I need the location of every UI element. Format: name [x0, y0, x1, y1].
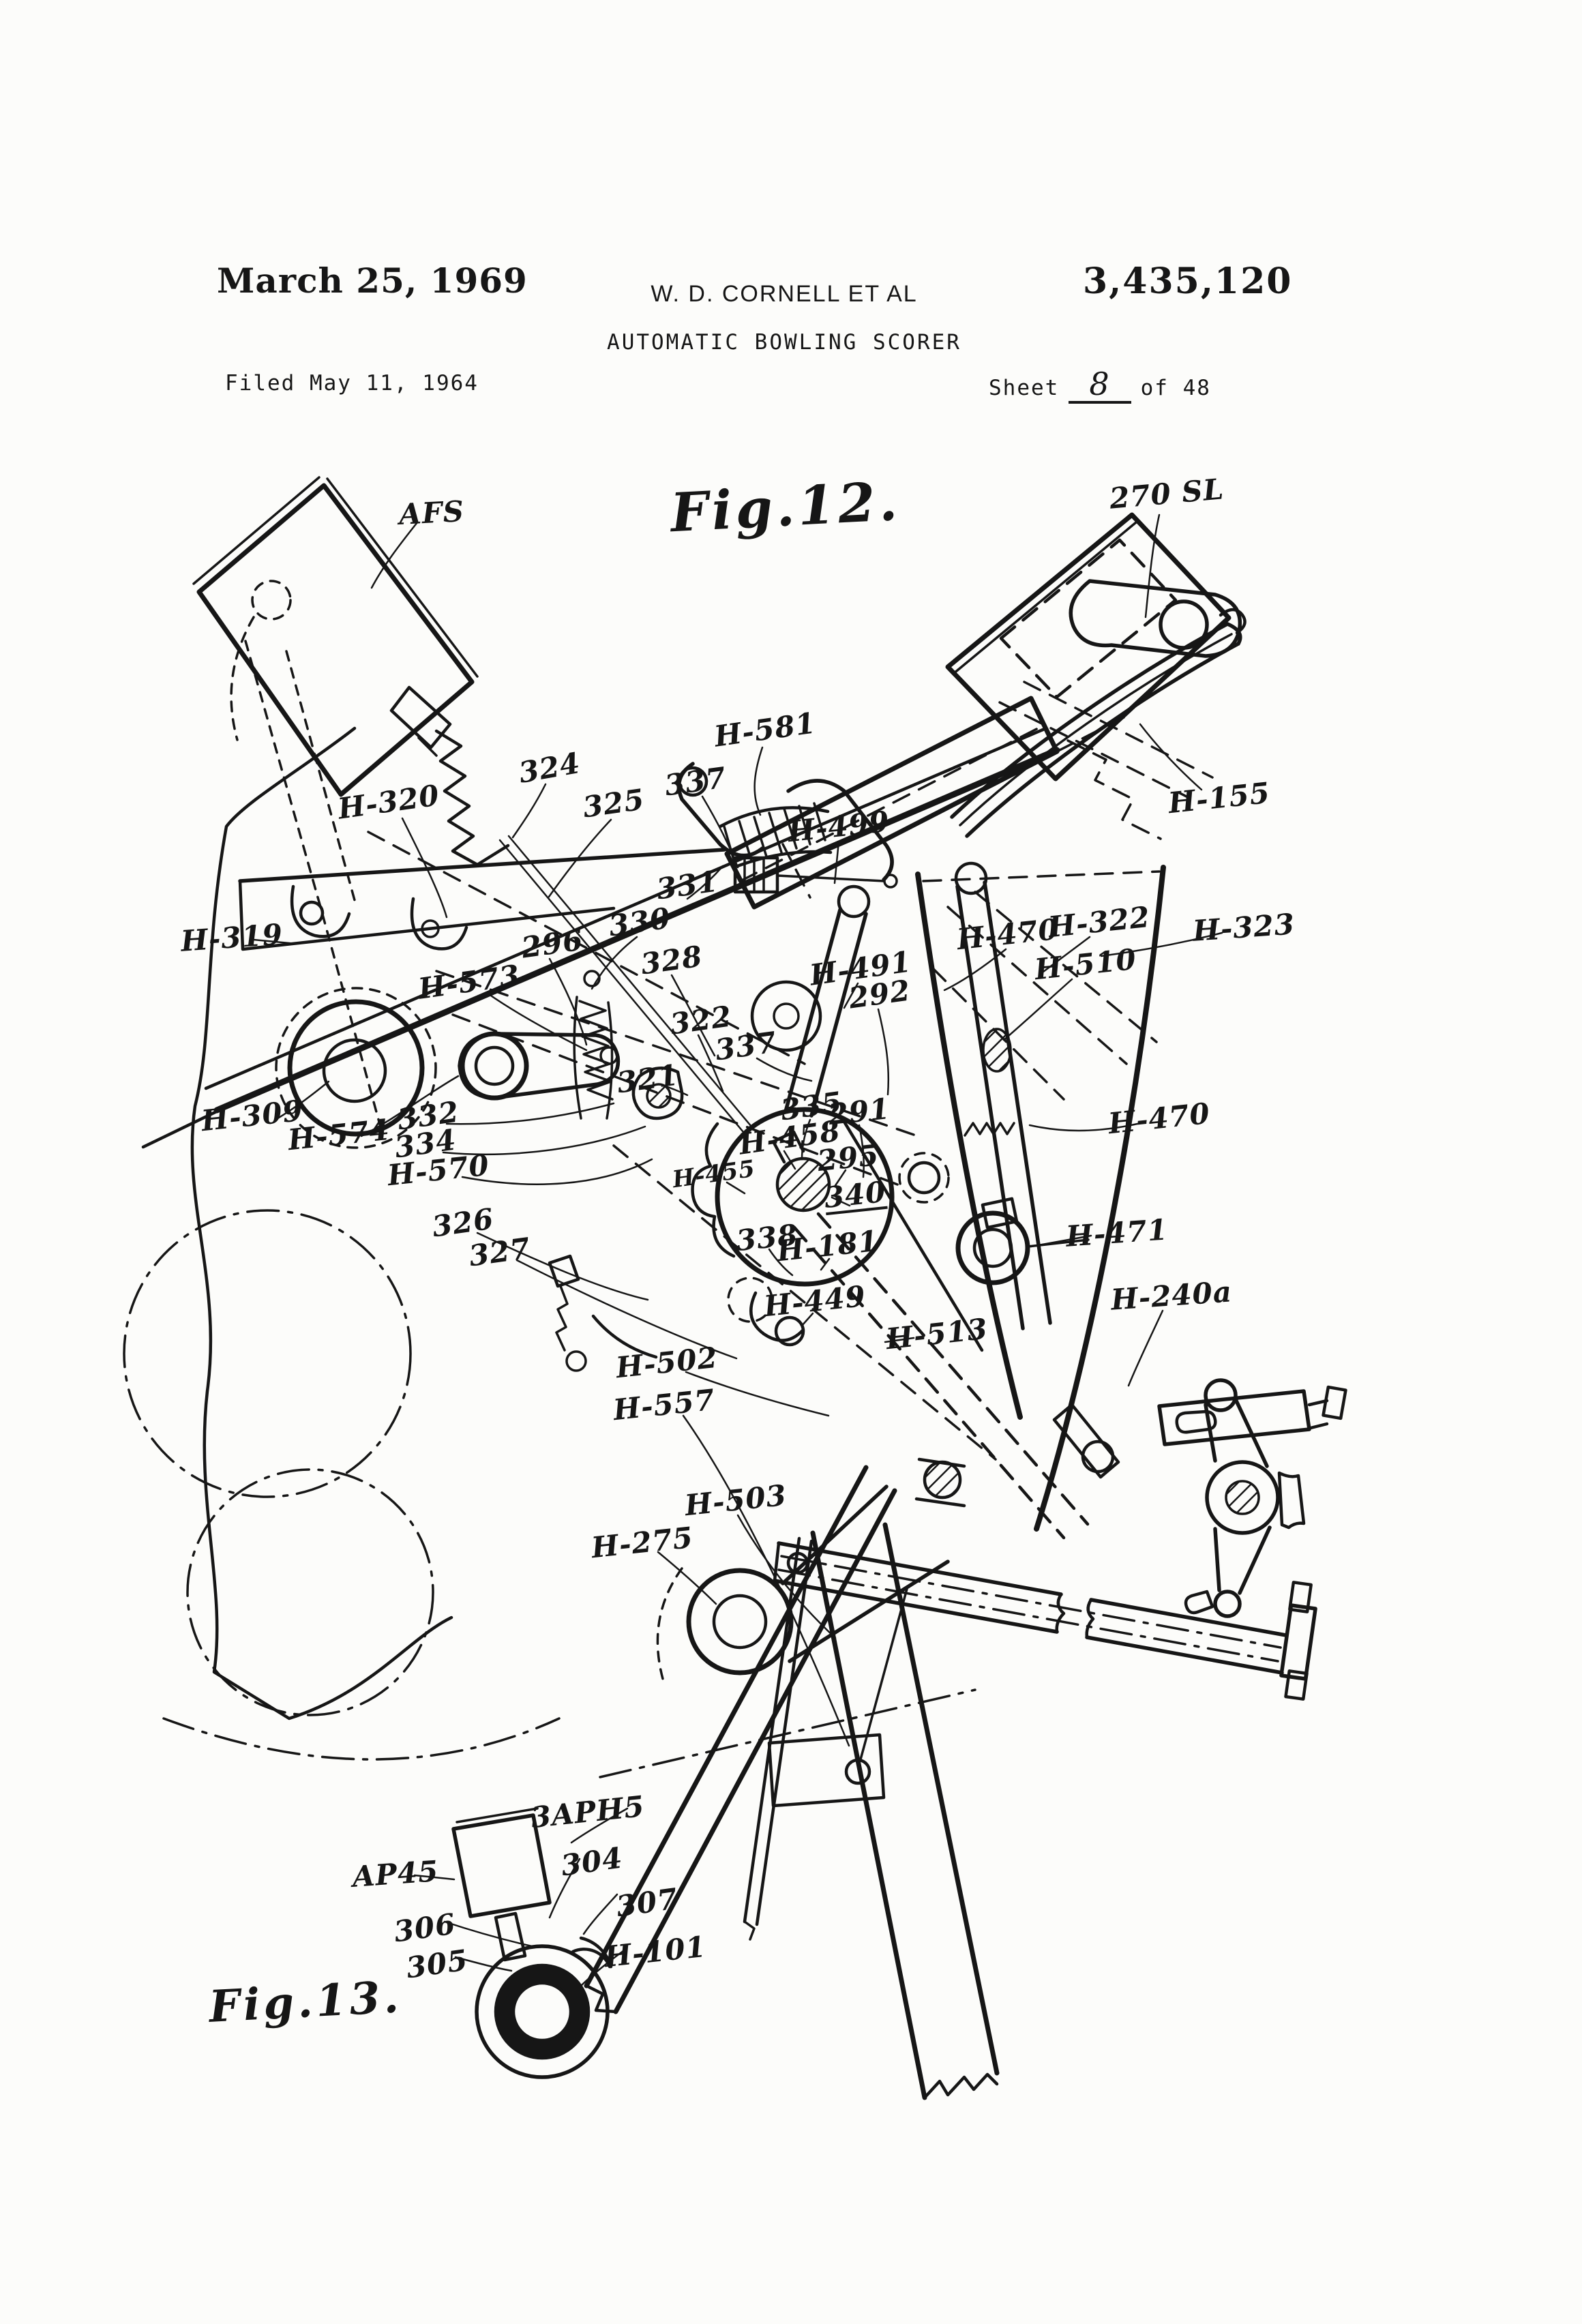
sheet-number: 8 [1069, 368, 1131, 404]
filed-date: Filed May 11, 1964 [225, 371, 479, 396]
part-label-h-319: H-319 [179, 917, 284, 958]
figure-13-drawing [413, 1807, 629, 2079]
part-label-ap45: AP45 [351, 1854, 440, 1894]
fig13-leader-lines [413, 1807, 629, 1988]
part-label-afs: AFS [398, 494, 466, 531]
sheet-of: of [1140, 376, 1169, 400]
sheet-total: 48 [1182, 376, 1211, 400]
patent-date: March 25, 1969 [217, 260, 528, 301]
part-label-h-323: H-323 [1191, 907, 1296, 948]
leader-lines [252, 513, 1223, 1747]
figure-12-drawing [123, 476, 1347, 2100]
sheet-label: Sheet [989, 376, 1060, 400]
figure-12-title: Fig.12. [669, 470, 902, 545]
inventor-names: W. D. CORNELL ET AL [651, 281, 918, 307]
sheet-indicator: Sheet 8 of 48 [989, 368, 1211, 404]
part-label-295: 295 [816, 1137, 881, 1178]
figure-13-title: Fig.13. [207, 1971, 404, 2033]
part-label-h-471: H-471 [1064, 1212, 1169, 1253]
patent-number: 3,435,120 [1083, 260, 1293, 302]
invention-title: AUTOMATIC BOWLING SCORER [607, 330, 961, 355]
part-label-340: 340 [822, 1174, 888, 1215]
